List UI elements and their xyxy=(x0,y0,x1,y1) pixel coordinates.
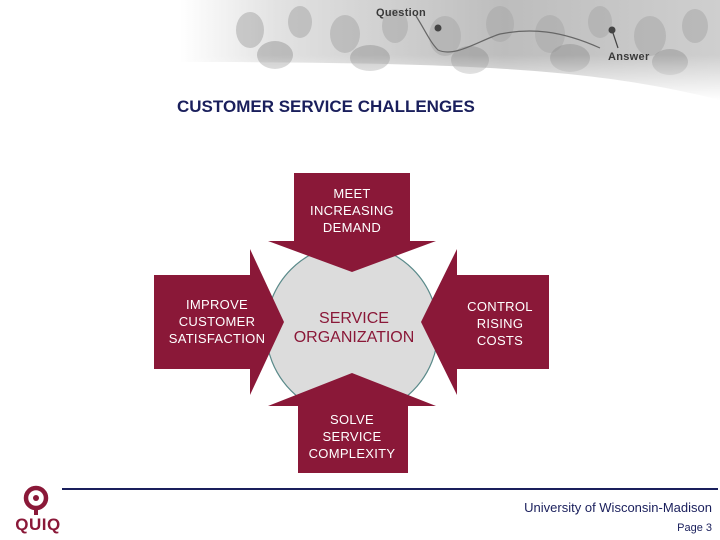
university-name: University of Wisconsin-Madison xyxy=(524,500,712,515)
right-arrow xyxy=(421,249,549,395)
crowd-photo-image xyxy=(180,0,720,100)
banner-answer-label: Answer xyxy=(608,51,650,63)
left-arrow-label: IMPROVE CUSTOMER SATISFACTION xyxy=(168,297,266,346)
left-arrow xyxy=(154,249,284,395)
header-banner: Question Answer xyxy=(180,0,720,100)
quiq-logo-icon xyxy=(23,485,49,515)
top-arrow-label: MEET INCREASING DEMAND xyxy=(310,186,394,235)
banner-question-label: Question xyxy=(376,7,427,19)
bottom-arrow xyxy=(268,373,436,473)
right-arrow-label: CONTROL RISING COSTS xyxy=(467,299,533,348)
center-label: SERVICE ORGANIZATION xyxy=(293,310,415,346)
slide-title: CUSTOMER SERVICE CHALLENGES xyxy=(177,97,475,116)
page-number: Page 3 xyxy=(677,522,712,534)
bottom-arrow-label: SOLVE SERVICE COMPLEXITY xyxy=(308,412,396,461)
top-arrow xyxy=(268,173,436,272)
logo-text: QUIQ xyxy=(15,515,61,534)
footer-divider xyxy=(62,488,718,490)
